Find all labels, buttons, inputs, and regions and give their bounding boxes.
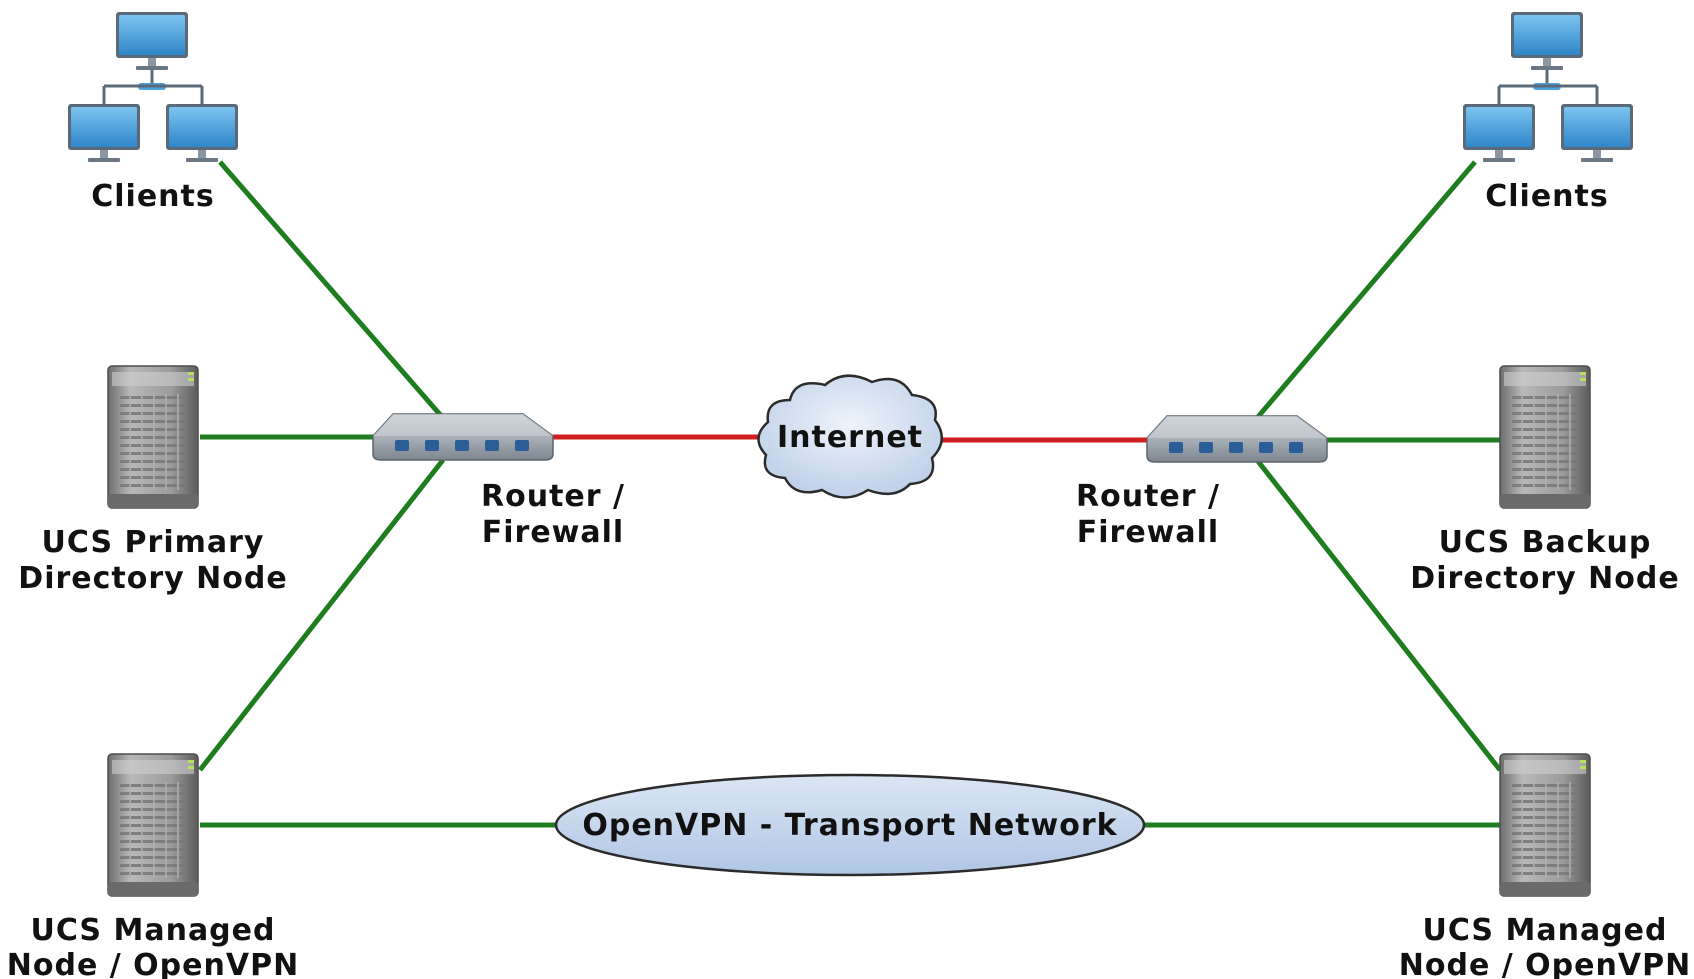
cloud-icon [757,374,943,499]
router-icon [1146,415,1328,463]
server-icon [107,753,199,897]
clients-right: Clients [1463,12,1633,214]
ucs-managed-node-right: UCS Managed Node / OpenVPN [1399,753,1691,979]
client-network-icon [1463,12,1633,162]
router-right-label-line2: Firewall [1077,515,1219,550]
managed-right-label-line2: Node / OpenVPN [1399,948,1691,979]
router-right-label-line1: Router / [1076,479,1220,514]
server-icon [1499,753,1591,897]
router-left: Router / Firewall [372,413,625,550]
server-icon [1499,365,1591,509]
internet-cloud: Internet [757,374,943,499]
managed-left-label-line2: Node / OpenVPN [7,948,299,979]
links [198,160,1502,828]
openvpn-transport-network: OpenVPN - Transport Network [554,773,1146,877]
router-right: Router / Firewall [1076,415,1328,550]
managed-left-label-line1: UCS Managed [31,913,276,948]
clients-left-label: Clients [91,179,214,214]
link-clients-left-router-left [218,160,445,420]
link-managed-left-router-left [198,458,445,772]
internet-label: Internet [777,420,923,455]
ucs-backup-directory-node: UCS Backup Directory Node [1410,365,1679,596]
backup-label-line1: UCS Backup [1439,525,1652,560]
server-icon [107,365,199,509]
router-left-label-line2: Firewall [482,515,624,550]
router-left-label-line1: Router / [481,479,625,514]
router-icon [372,413,554,461]
backup-label-line2: Directory Node [1410,561,1679,596]
link-clients-right-router-right [1255,160,1477,420]
ucs-managed-node-left: UCS Managed Node / OpenVPN [7,753,299,979]
managed-right-label-line1: UCS Managed [1423,913,1668,948]
clients-right-label: Clients [1485,179,1608,214]
vpn-label: OpenVPN - Transport Network [582,808,1117,843]
vpn-ellipse [554,773,1146,877]
primary-label-line1: UCS Primary [42,525,265,560]
client-network-icon [68,12,238,162]
primary-label-line2: Directory Node [18,561,287,596]
clients-left: Clients [68,12,238,214]
link-managed-right-router-right [1255,458,1502,772]
ucs-primary-directory-node: UCS Primary Directory Node [18,365,287,596]
